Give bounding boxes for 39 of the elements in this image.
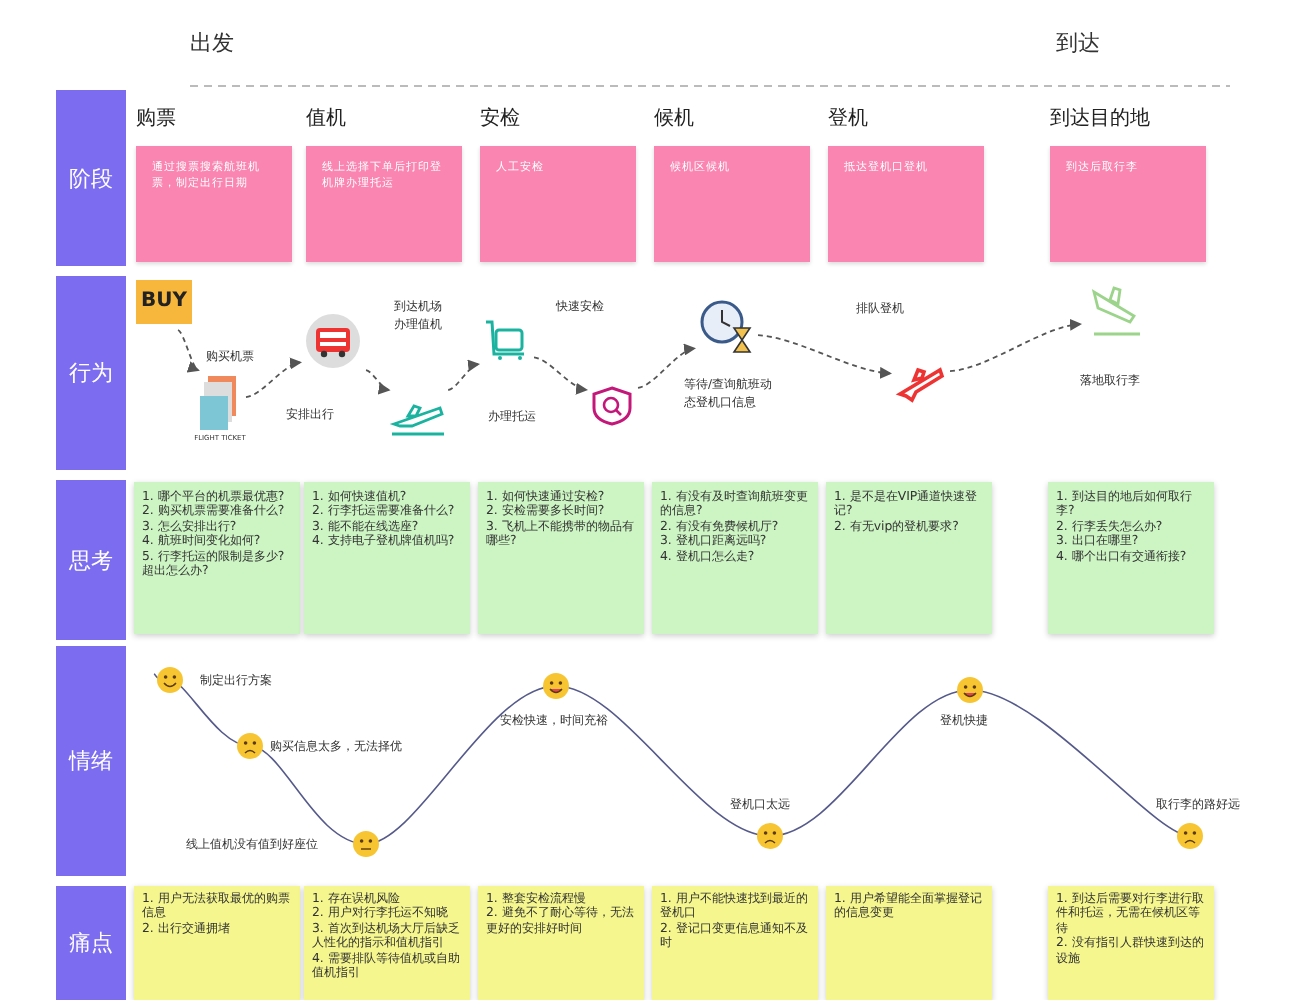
stage-title: 到达目的地 — [1050, 105, 1150, 132]
stage-title: 安检 — [480, 105, 520, 132]
row-header: 阶段 — [56, 90, 126, 266]
sticky-note — [826, 886, 992, 1000]
sticky-note — [304, 886, 470, 1000]
sticky-note — [478, 886, 644, 1000]
dashed-arrow — [949, 319, 1082, 373]
row-header: 行为 — [56, 276, 126, 470]
stage-title: 购票 — [136, 106, 176, 132]
sticky-note — [1048, 886, 1214, 1000]
row-header: 思考 — [56, 480, 126, 640]
sticky-note — [652, 886, 818, 1000]
row-header: 情绪 — [56, 646, 126, 876]
sticky-note — [826, 482, 992, 634]
search-shield-icon — [592, 386, 632, 426]
row-header: 痛点 — [56, 886, 126, 1000]
sticky-note — [652, 482, 818, 634]
dashed-arrow — [245, 358, 302, 399]
sticky-note — [1048, 482, 1214, 634]
sticky-note — [478, 482, 644, 634]
plane-icon — [896, 362, 944, 402]
dashed-arrow — [365, 369, 391, 393]
buy-sign: BUY — [136, 280, 192, 324]
stage-title: 值机 — [306, 105, 346, 132]
sticky-note — [134, 886, 300, 1000]
dashed-arrow — [177, 329, 200, 372]
dashed-arrow — [637, 345, 696, 389]
luggage-cart-icon — [484, 320, 528, 360]
landing-plane-icon — [1086, 284, 1142, 340]
stage-title: 登机 — [828, 105, 868, 132]
column-heading: 出发 — [190, 28, 234, 58]
dashed-arrow — [447, 361, 480, 391]
sticky-note — [304, 482, 470, 634]
sticky-note — [134, 482, 300, 634]
column-heading: 到达 — [1056, 28, 1100, 58]
clock-hourglass-icon — [700, 300, 752, 352]
stage-title: 候机 — [654, 105, 694, 132]
bus-icon — [306, 314, 360, 368]
dashed-arrow — [533, 356, 588, 394]
